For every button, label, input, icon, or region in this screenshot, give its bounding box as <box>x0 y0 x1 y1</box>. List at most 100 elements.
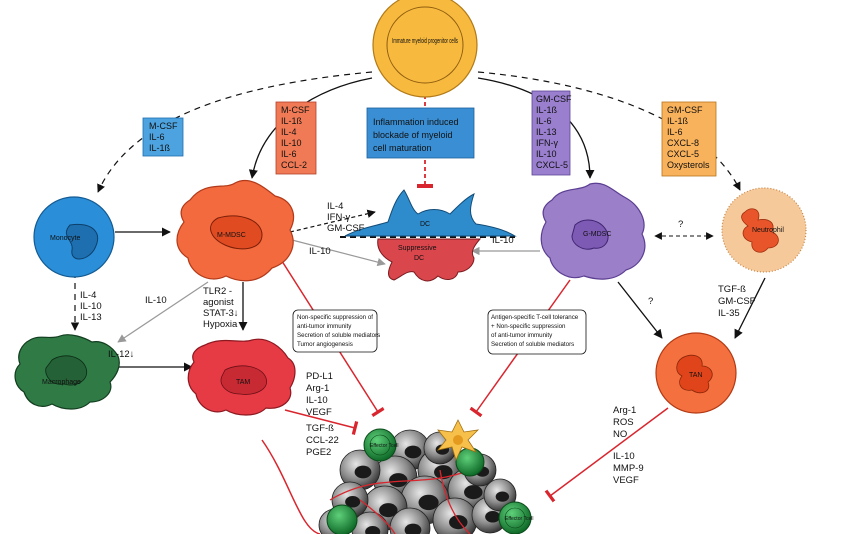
label-mono-to-macro: IL-10 <box>80 301 102 312</box>
box-center-line: blockade of myeloid <box>373 130 453 140</box>
box-red-line: IL-10 <box>281 138 302 148</box>
label-mono-to-macro: IL-4 <box>80 290 96 301</box>
arrow-mmdsc-to-suppressive-dc <box>291 239 386 267</box>
box-red-line: IL-4 <box>281 127 297 137</box>
note-gmdsc-line: Antigen-specific T-cell tolerance <box>491 314 579 321</box>
tumor-cell-nucleus <box>404 523 422 534</box>
label-tam-factors2: TGF-ß <box>306 423 334 434</box>
cell-m-mdsc: M-MDSC <box>176 179 295 282</box>
label-to-dc: IFN-γ <box>327 212 350 223</box>
label-tam-factors: PD-L1 <box>306 371 333 382</box>
tumor-dc-star <box>436 419 480 462</box>
label-tam-inducers: Hypoxia <box>203 319 238 330</box>
tumor-cell-nucleus <box>464 485 483 500</box>
label-tam-factors2: PGE2 <box>306 447 331 458</box>
label-tan-factors: NO <box>613 429 627 440</box>
labels: IL-4 IFN-γ GM-CSF IL-10 IL-10 IL-4 IL-10… <box>80 201 756 486</box>
label-tan-factors: ROS <box>613 417 634 428</box>
note-mmdsc-line: Non-specific suppression of <box>297 314 373 321</box>
box-orange-line: IL-6 <box>667 127 683 137</box>
arrow-neutrophil-to-tan <box>734 277 766 339</box>
dc-label: DC <box>420 221 430 228</box>
box-blue-left-line: IL-6 <box>149 132 165 142</box>
box-red-line: IL-1ß <box>281 116 303 126</box>
box-blue-left: M-CSF IL-6 IL-1ß <box>142 117 184 157</box>
tumor-cell-nucleus <box>404 445 422 459</box>
effector-tcell-label: Effector Tcell <box>370 443 398 449</box>
box-orange-line: GM-CSF <box>667 105 703 115</box>
note-mmdsc-line: anti-tumor immunity <box>297 323 352 330</box>
note-mmdsc-line: Tumor angiogenesis <box>297 341 353 348</box>
box-purple-line: IL-1ß <box>536 105 558 115</box>
box-center: Inflammation induced blockade of myeloid… <box>366 107 475 159</box>
box-orange-line: IL-1ß <box>667 116 689 126</box>
label-tan-factors2: VEGF <box>613 475 639 486</box>
label-il10-macro: IL-10 <box>145 295 167 306</box>
label-tam-inducers: TLR2 - <box>203 286 232 297</box>
effector-tcell: Effector Tcell <box>498 501 533 534</box>
tan-label: TAN <box>689 372 702 379</box>
label-tam-inducers: STAT-3↓ <box>203 308 239 319</box>
suppressive-dc-label: Suppressive <box>398 245 437 252</box>
label-tan-factors2: IL-10 <box>613 451 635 462</box>
label-question: ? <box>678 219 683 230</box>
cell-tam: TAM <box>187 338 296 416</box>
tumor-cell-nucleus <box>495 491 510 502</box>
note-gmdsc-line: of anti-tumor immunity <box>491 332 553 339</box>
box-center-line: Inflammation induced <box>373 117 459 127</box>
effector-tcell-partial <box>326 447 485 534</box>
macrophage-label: Macrophage <box>42 379 81 386</box>
box-purple-line: IL-10 <box>536 149 557 159</box>
note-gmdsc-line: + Non-specific suppression <box>491 323 566 330</box>
tumor-cell-nucleus <box>418 494 439 511</box>
box-purple-line: GM-CSF <box>536 94 572 104</box>
effector-tcell: Effector Tcell <box>363 428 398 462</box>
label-tan-factors2: MMP-9 <box>613 463 644 474</box>
label-to-dc: GM-CSF <box>327 223 365 234</box>
arrow-gmdsc-to-tan <box>617 281 663 339</box>
tumor-cell-nucleus <box>485 511 501 523</box>
cell-macrophage: Macrophage <box>14 334 120 410</box>
label-tam-inducers: agonist <box>203 297 234 308</box>
tumor-cell-nucleus <box>379 503 398 518</box>
suppressive-dc-label: DC <box>414 255 424 262</box>
neutrophil-label: Neutrophil <box>752 227 784 234</box>
cell-dc: DC <box>344 189 517 237</box>
monocyte-label: Monocyte <box>50 235 80 242</box>
tumor-cell-nucleus <box>354 465 372 479</box>
box-purple: GM-CSF IL-1ß IL-6 IL-13 IFN-γ IL-10 CXCL… <box>531 90 572 176</box>
note-gmdsc: Antigen-specific T-cell tolerance + Non-… <box>487 309 587 355</box>
tumor-cell-nucleus <box>434 465 453 480</box>
label-question: ? <box>648 296 653 307</box>
arrow-progenitor-to-neutrophil <box>477 71 741 191</box>
note-mmdsc-line: Secretion of soluble mediators <box>297 332 380 339</box>
label-mono-to-macro: IL-13 <box>80 312 102 323</box>
label-gmdsc-il10: IL-10 <box>492 235 514 246</box>
box-purple-line: IL-13 <box>536 127 557 137</box>
inhibit-tam-to-tumor <box>284 409 359 435</box>
label-mmdsc-il10: IL-10 <box>309 246 331 257</box>
note-gmdsc-line: Secretion of soluble mediators <box>491 341 574 348</box>
label-il12: IL-12↓ <box>108 349 134 360</box>
progenitor-label: Immature myeloid progenitor cells <box>392 36 458 45</box>
label-to-dc: IL-4 <box>327 201 343 212</box>
box-red-line: CCL-2 <box>281 160 307 170</box>
label-neutro-to-tan: IL-35 <box>718 308 740 319</box>
box-red: M-CSF IL-1ß IL-4 IL-10 IL-6 CCL-2 <box>275 101 317 175</box>
box-orange: GM-CSF IL-1ß IL-6 CXCL-8 CXCL-5 Oxystero… <box>661 101 717 177</box>
tumor-vessels <box>261 439 471 534</box>
box-red-line: M-CSF <box>281 105 310 115</box>
tumor-cell-nucleus <box>389 473 408 488</box>
cell-neutrophil: Neutrophil <box>721 187 807 273</box>
cell-tan: TAN <box>655 332 737 414</box>
arrow-progenitor-to-monocyte <box>97 71 373 193</box>
cell-monocyte: Monocyte <box>33 196 115 278</box>
box-orange-line: CXCL-8 <box>667 138 699 148</box>
box-purple-line: IL-6 <box>536 116 552 126</box>
effector-tcell-label: Effector Tcell <box>505 516 533 522</box>
box-blue-left-line: IL-1ß <box>149 143 171 153</box>
label-tan-factors: Arg-1 <box>613 405 636 416</box>
box-red-line: IL-6 <box>281 149 297 159</box>
